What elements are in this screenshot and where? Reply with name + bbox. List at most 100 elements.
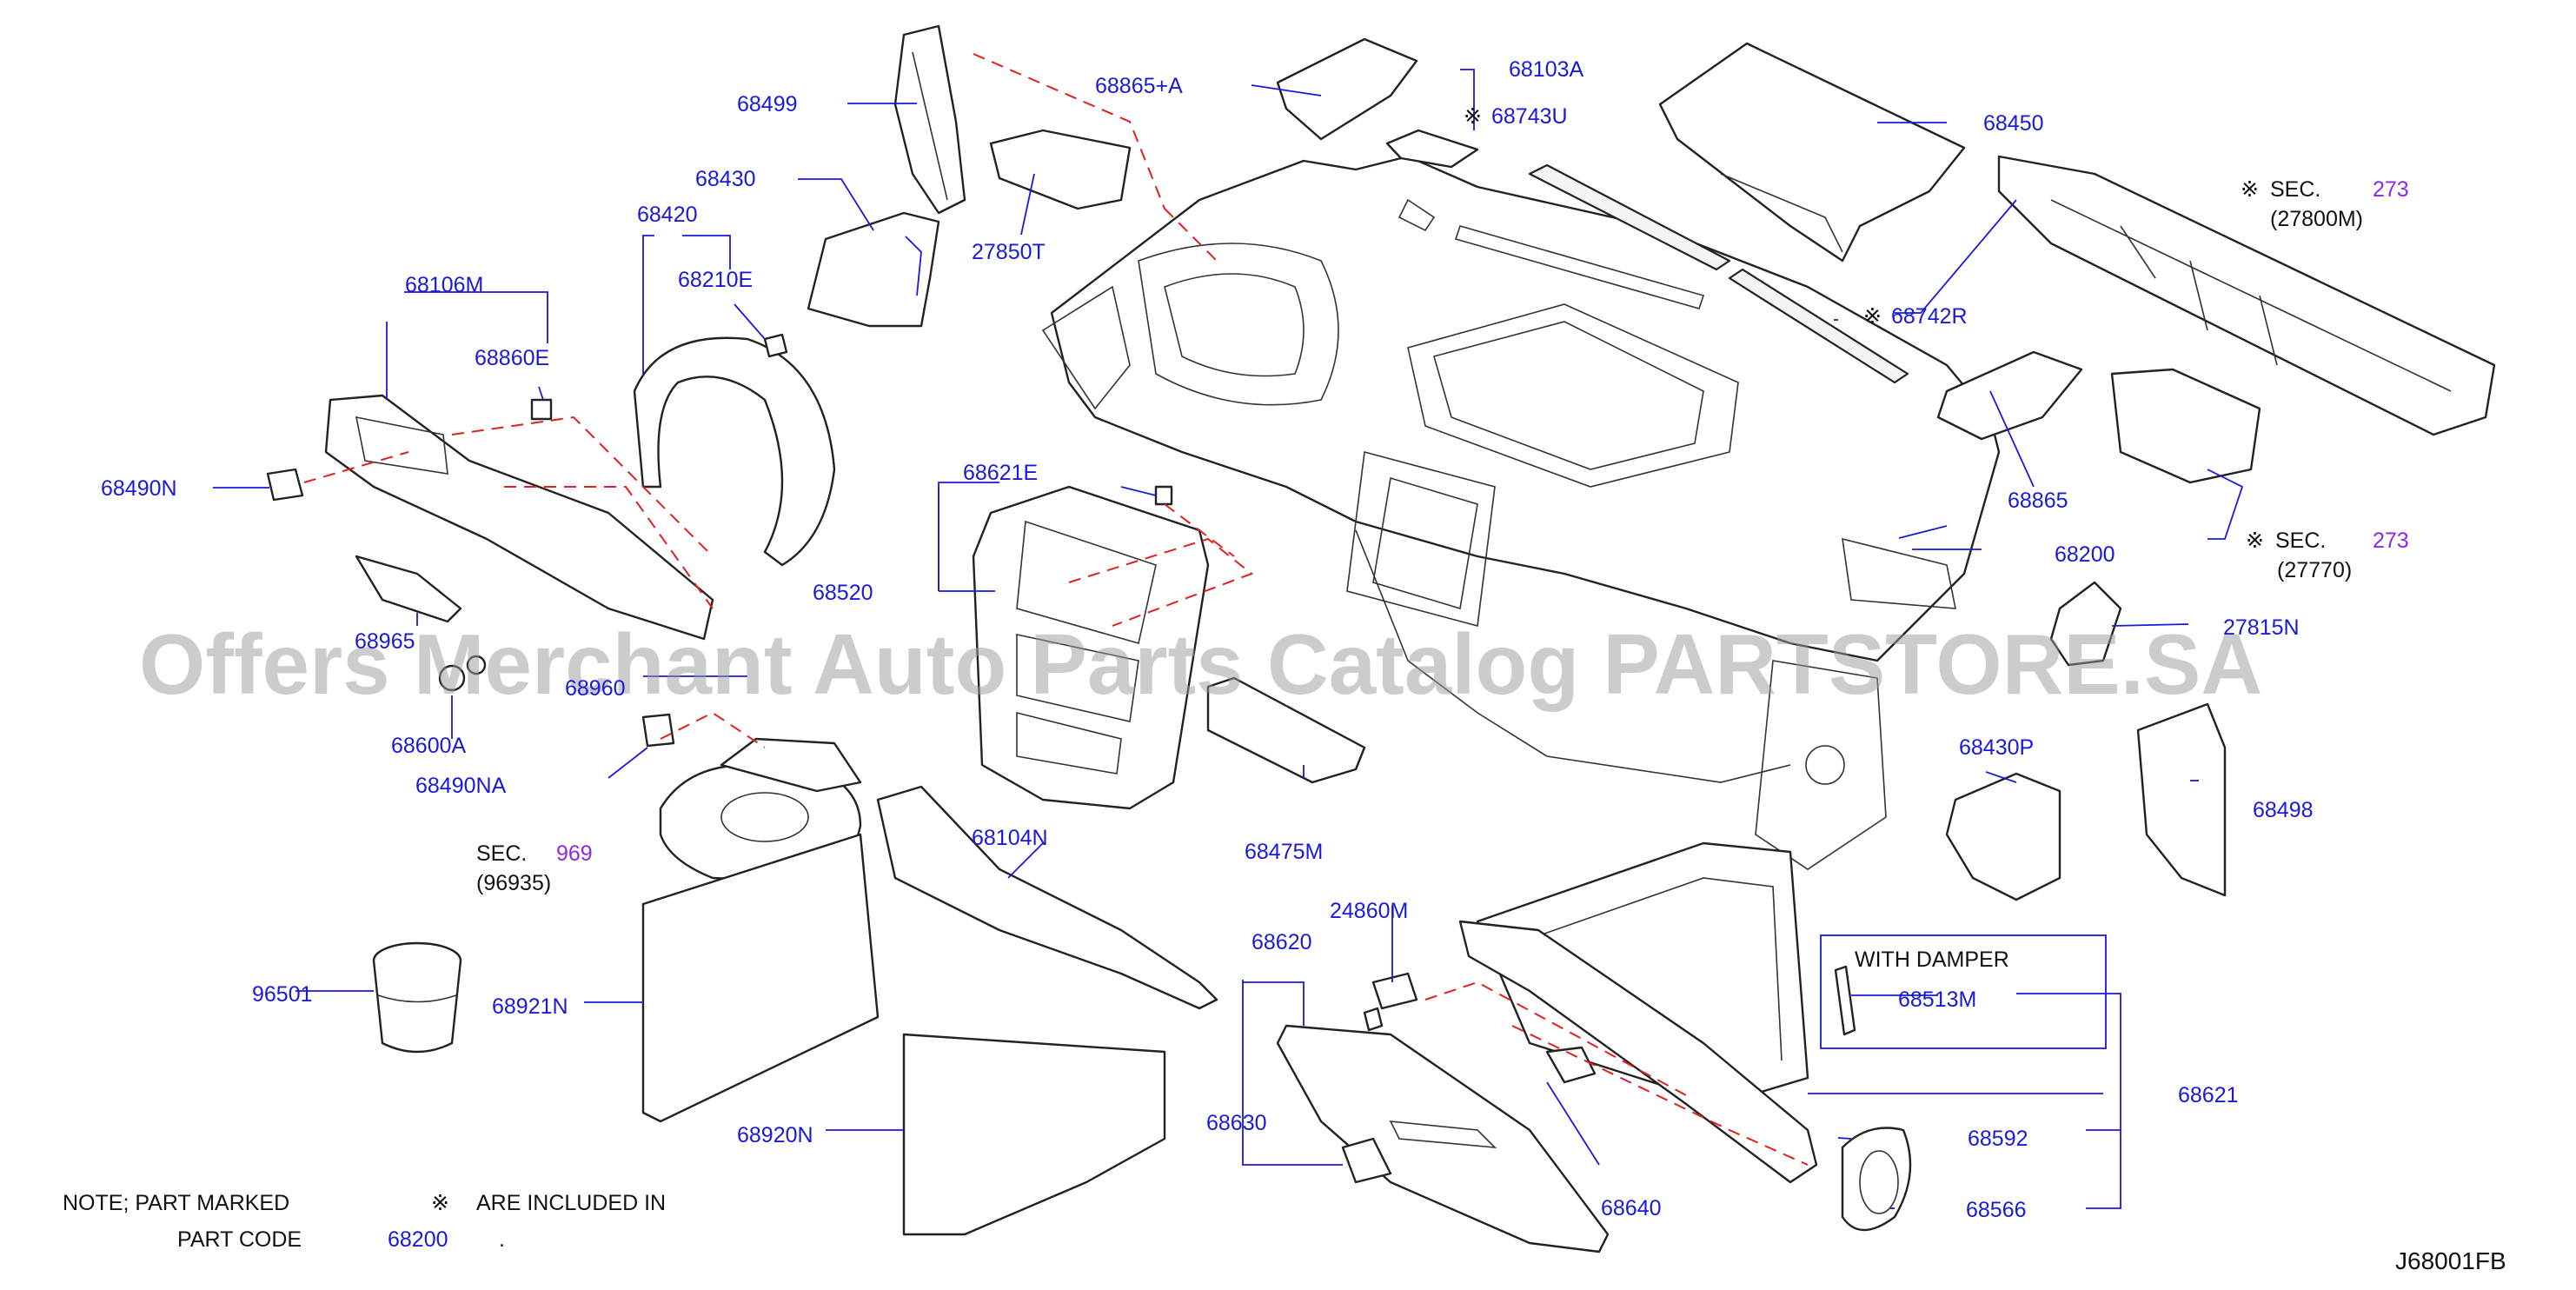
diagram-id: J68001FB xyxy=(2395,1247,2506,1274)
label-68600A: 68600A xyxy=(391,734,467,758)
glove-box-upper-housing xyxy=(1476,841,1809,1106)
defroster-grille-long xyxy=(1528,163,1909,384)
label-68921N: 68921N xyxy=(492,994,568,1019)
label-68592: 68592 xyxy=(1968,1127,2028,1151)
label-68742R: 68742R xyxy=(1891,304,1968,329)
cup-holder-96501 xyxy=(372,941,462,1054)
section-2-sub: (27770) xyxy=(2277,558,2352,582)
section-ref-3: SEC. 969 (96935) xyxy=(476,841,593,895)
section-ref-1: ※ SEC. 273 (27800M) xyxy=(2241,177,2409,231)
side-panel-right xyxy=(1997,155,2496,436)
note: NOTE; PART MARKED ※ ARE INCLUDED IN PART… xyxy=(63,1191,666,1252)
glove-box-lid xyxy=(1276,1024,1610,1253)
label-68430: 68430 xyxy=(695,167,756,191)
clip-68490NA xyxy=(641,713,675,748)
mark-68743U: ※ xyxy=(1464,104,1482,129)
label-24860M: 24860M xyxy=(1330,899,1408,923)
label-96501: 96501 xyxy=(252,982,313,1007)
vent-27850T xyxy=(989,129,1132,210)
label-68103A: 68103A xyxy=(1509,57,1584,82)
section-2-prefix: SEC. xyxy=(2275,529,2326,553)
part-labels: 68865+A 68499 68103A ※ 68743U 68450 6843… xyxy=(101,57,2314,1222)
label-68960: 68960 xyxy=(565,676,626,701)
screw-68600A xyxy=(438,655,487,692)
label-68865: 68865 xyxy=(2008,489,2068,513)
glove-box-frame xyxy=(1458,920,1818,1184)
clip-68210E xyxy=(763,333,788,358)
lower-cover-68920N xyxy=(902,1033,1166,1236)
label-68865A: 68865+A xyxy=(1095,74,1183,98)
box-68475M xyxy=(1206,676,1366,784)
section-ref-2: ※ SEC. 273 (27770) xyxy=(2246,529,2409,582)
section-1-mark: ※ xyxy=(2241,177,2259,202)
label-68860E: 68860E xyxy=(475,346,549,370)
section-1-code[interactable]: 273 xyxy=(2373,177,2409,202)
label-68420: 68420 xyxy=(637,203,698,227)
clip-68860E xyxy=(530,398,553,421)
label-68498: 68498 xyxy=(2253,798,2314,822)
finisher-68106M xyxy=(324,394,714,641)
bracket-68640 xyxy=(1545,1046,1597,1084)
label-68104N: 68104N xyxy=(972,826,1048,850)
clip-68621E xyxy=(1154,485,1173,506)
damper-box-title: WITH DAMPER xyxy=(1855,948,2009,972)
section-3-prefix: SEC. xyxy=(476,841,527,866)
label-27815N: 27815N xyxy=(2223,615,2300,640)
note-line1b: ARE INCLUDED IN xyxy=(476,1191,666,1215)
label-68920N: 68920N xyxy=(737,1123,813,1147)
leader-lines xyxy=(213,69,2244,1209)
small-cap-68103A xyxy=(1385,129,1479,169)
section-2-mark: ※ xyxy=(2246,529,2264,553)
label-68450: 68450 xyxy=(1983,111,2044,136)
label-68620: 68620 xyxy=(1251,930,1312,954)
label-68630: 68630 xyxy=(1206,1111,1267,1135)
label-68490N: 68490N xyxy=(101,476,177,501)
label-68621E: 68621E xyxy=(963,461,1038,485)
label-68200: 68200 xyxy=(2055,542,2115,567)
side-lid-68498 xyxy=(2136,702,2227,897)
assembly-dashed-lines xyxy=(303,53,1809,1166)
section-1-prefix: SEC. xyxy=(2270,177,2320,202)
bracket-68104N xyxy=(876,785,1218,1010)
section-3-sub: (96935) xyxy=(476,871,551,895)
note-code[interactable]: 68200 xyxy=(388,1227,448,1252)
note-line1: NOTE; PART MARKED xyxy=(63,1191,289,1215)
note-line2: PART CODE xyxy=(177,1227,302,1252)
label-68490NA: 68490NA xyxy=(415,774,507,798)
label-68743U: 68743U xyxy=(1491,104,1568,129)
note-end: . xyxy=(499,1227,505,1252)
cluster-lid-68420 xyxy=(633,336,836,567)
label-68640: 68640 xyxy=(1601,1196,1662,1220)
lid-68450 xyxy=(1658,42,1966,263)
glove-box-lock xyxy=(1841,1127,1912,1232)
damper-box xyxy=(1820,934,2107,1049)
panel-68965 xyxy=(355,555,462,623)
damper-part xyxy=(1834,965,1856,1036)
cover-68430 xyxy=(807,211,940,328)
label-68210E: 68210E xyxy=(678,268,753,292)
label-68566: 68566 xyxy=(1966,1198,2027,1222)
cluster-finisher-68520 xyxy=(972,485,1210,810)
mark-68742R: ※ xyxy=(1863,304,1882,329)
section-3-code[interactable]: 969 xyxy=(556,841,593,866)
watermark: Offers Merchant Auto Parts Catalog PARTS… xyxy=(139,616,2262,712)
cover-68430P xyxy=(1945,772,2061,901)
clip-68490N xyxy=(266,468,304,502)
label-68106M: 68106M xyxy=(405,273,483,297)
label-27850T: 27850T xyxy=(972,240,1046,264)
duct-part xyxy=(2110,368,2261,484)
vent-grille-top xyxy=(1276,37,2083,441)
section-1-sub: (27800M) xyxy=(2270,207,2363,231)
main-instrument-panel xyxy=(1041,155,2001,870)
note-mark: ※ xyxy=(431,1191,449,1215)
side-finisher-68921N xyxy=(641,833,880,1123)
lower-cover-68499 xyxy=(893,24,966,215)
latch-68630 xyxy=(1341,1137,1392,1184)
label-68475M: 68475M xyxy=(1245,840,1323,864)
label-68621: 68621 xyxy=(2178,1083,2239,1107)
label-68520: 68520 xyxy=(813,581,873,605)
vent-27815N xyxy=(2049,581,2122,667)
label-68430P: 68430P xyxy=(1959,735,2034,760)
section-2-code[interactable]: 273 xyxy=(2373,529,2409,553)
